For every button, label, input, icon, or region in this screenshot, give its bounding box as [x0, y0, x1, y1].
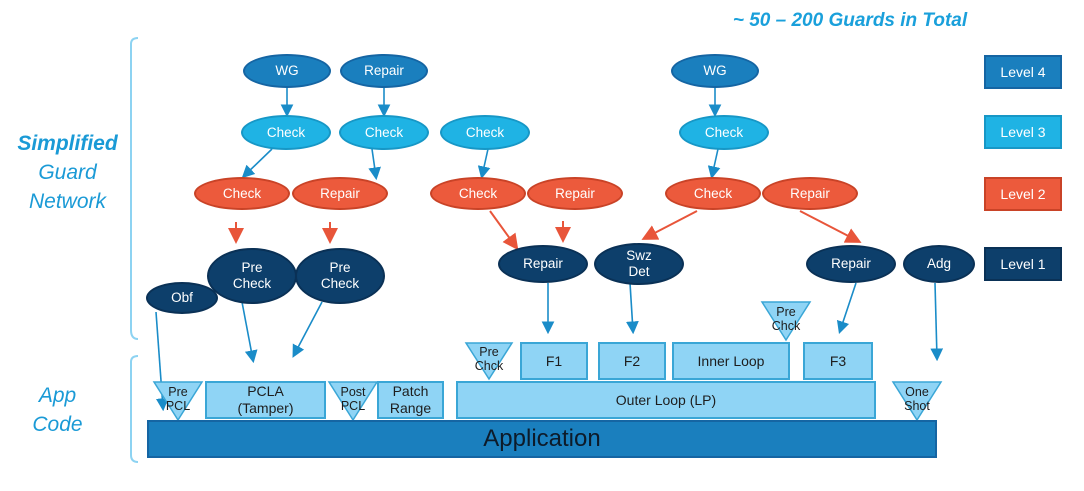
diagram-title: ~ 50 – 200 Guards in Total: [732, 10, 968, 31]
code-pcla-line1: PCLA: [247, 383, 284, 399]
node-check-level3-c: Check: [440, 115, 530, 150]
legend-level4: Level 4: [984, 55, 1062, 89]
code-pre-chck-a-line1: Pre: [479, 345, 499, 359]
node-pre-check-b-line2: Check: [320, 276, 360, 291]
code-patch-range-line2: Range: [389, 400, 432, 416]
code-pre-pcl-line1: Pre: [168, 385, 188, 399]
node-repair-level2-c: Repair: [762, 177, 858, 210]
node-adg: Adg: [903, 245, 975, 283]
node-wg-right: WG: [671, 54, 759, 88]
pre-chck-a-triangle: [464, 342, 514, 381]
pre-chck-b-triangle: [760, 301, 812, 342]
node-wg-left: WG: [243, 54, 331, 88]
guard-network-label-bold: Simplified: [17, 132, 118, 155]
app-code-label: App Code: [5, 381, 110, 439]
code-pcla: PCLA(Tamper): [205, 381, 326, 419]
guard-network-label: Simplified Guard Network: [5, 129, 130, 216]
node-check-level3-b: Check: [339, 115, 429, 150]
node-check-level2-c: Check: [665, 177, 761, 210]
code-pre-chck-b-line2: Chck: [771, 319, 801, 333]
code-inner-loop: Inner Loop: [672, 342, 790, 380]
node-repair-level1-b: Repair: [806, 245, 896, 283]
node-check-level3-d: Check: [679, 115, 769, 150]
code-pre-pcl-line2: PCL: [165, 399, 191, 413]
code-post-pcl-line1: Post: [340, 385, 366, 399]
app-code-bracket: [130, 355, 139, 463]
code-outer-loop: Outer Loop (LP): [456, 381, 876, 419]
legend-level3: Level 3: [984, 115, 1062, 149]
node-pre-check-a-line1: Pre: [241, 260, 263, 275]
node-check-level3-a: Check: [241, 115, 331, 150]
code-one-shot-line2: Shot: [904, 399, 930, 413]
legend-level1: Level 1: [984, 247, 1062, 281]
node-pre-check-a-line2: Check: [232, 276, 272, 291]
node-repair-level2-a: Repair: [292, 177, 388, 210]
code-patch-range-line1: Patch: [392, 383, 429, 399]
node-obf: Obf: [146, 282, 218, 314]
code-f1: F1: [520, 342, 588, 380]
app-code-label-line1: App: [38, 384, 77, 407]
one-shot-triangle: [891, 381, 943, 422]
code-post-pcl-line2: PCL: [340, 399, 366, 413]
node-check-level2-b: Check: [430, 177, 526, 210]
node-pre-check-b-line1: Pre: [329, 260, 351, 275]
node-repair-level4: Repair: [340, 54, 428, 88]
code-pre-chck-b-line1: Pre: [776, 305, 796, 319]
app-code-label-line2: Code: [32, 413, 83, 436]
code-f3: F3: [803, 342, 873, 380]
post-pcl-triangle: [327, 381, 379, 422]
pre-pcl-triangle: [152, 381, 204, 422]
node-repair-level2-b: Repair: [527, 177, 623, 210]
guard-network-label-line2: Guard: [38, 161, 97, 184]
legend-level2: Level 2: [984, 177, 1062, 211]
code-pcla-line2: (Tamper): [237, 400, 294, 416]
guard-network-label-line3: Network: [28, 190, 107, 213]
application-bar: Application: [147, 420, 937, 458]
code-pre-chck-a-line2: Chck: [474, 359, 504, 373]
node-swz-det-line2: Det: [628, 264, 650, 279]
code-one-shot-line1: One: [905, 385, 929, 399]
guard-network-bracket: [130, 37, 139, 340]
node-repair-level1-a: Repair: [498, 245, 588, 283]
node-swz-det-line1: Swz: [626, 248, 652, 263]
code-f2: F2: [598, 342, 666, 380]
node-check-level2-a: Check: [194, 177, 290, 210]
